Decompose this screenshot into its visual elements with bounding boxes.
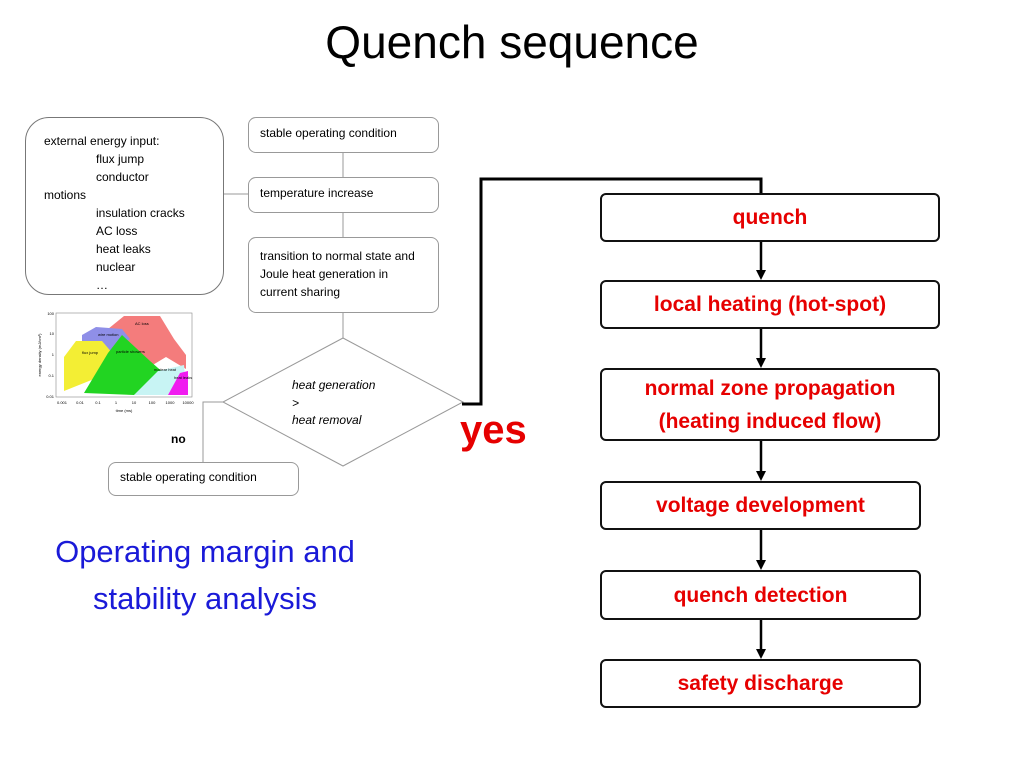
energy-item: nuclear — [96, 260, 136, 274]
y-tick-labels: 100 10 1 0.1 0.01 — [46, 311, 55, 399]
quench-step-detection: quench detection — [600, 570, 921, 620]
no-label: no — [171, 432, 186, 446]
quench-step-quench: quench — [600, 193, 940, 242]
energy-item: heat leaks — [96, 242, 151, 256]
x-axis-label: time (ms) — [116, 408, 133, 413]
energy-item: AC loss — [96, 224, 138, 238]
yes-label: yes — [460, 408, 527, 452]
quench-step-local-heating: local heating (hot-spot) — [600, 280, 940, 329]
quench-step-discharge: safety discharge — [600, 659, 921, 708]
no-branch-line — [202, 401, 224, 462]
decision-line-1: heat generation — [292, 378, 376, 392]
energy-density-chart: AC loss wire motion flux jump particle s… — [37, 311, 194, 413]
y-axis-label: energy density (mJ/cm³) — [37, 333, 42, 377]
stable-condition-bottom-box: stable operating condition — [108, 462, 299, 496]
transition-text: transition to normal state and Joule hea… — [260, 249, 415, 299]
stable-condition-bottom-text: stable operating condition — [120, 470, 257, 484]
energy-item: conductor — [96, 170, 149, 184]
label-wire-motion: wire motion — [98, 332, 118, 337]
energy-item: insulation cracks — [96, 206, 185, 220]
energy-heading: external energy input: — [44, 134, 160, 148]
region-flux-jump — [64, 341, 114, 391]
y-tick: 1 — [52, 352, 55, 357]
x-tick-labels: 0.001 0.01 0.1 1 10 100 1000 10000 — [57, 400, 194, 405]
x-tick: 1 — [115, 400, 118, 405]
energy-item: … — [96, 278, 108, 292]
x-tick: 10000 — [182, 400, 194, 405]
x-tick: 10 — [132, 400, 137, 405]
region-ac-loss — [108, 316, 186, 369]
label-particle-showers: particle showers — [116, 349, 145, 354]
temperature-increase-box: temperature increase — [248, 177, 439, 213]
page-title: Quench sequence — [325, 16, 699, 68]
label-flux-jump: flux jump — [82, 350, 99, 355]
label-ac-loss: AC loss — [135, 321, 149, 326]
energy-item: motions — [44, 188, 87, 202]
external-energy-box: external energy input: flux jump conduct… — [25, 117, 224, 295]
yes-path-line — [462, 177, 763, 406]
quench-step-voltage: voltage development — [600, 481, 921, 530]
energy-item: flux jump — [96, 152, 145, 166]
stable-condition-top-box: stable operating condition — [248, 117, 439, 153]
region-particle-showers — [84, 335, 166, 395]
decision-diamond — [221, 337, 465, 467]
quench-step-normal-zone: normal zone propagation (heating induced… — [600, 368, 940, 441]
stable-condition-top-text: stable operating condition — [260, 126, 397, 140]
operating-margin-text: Operating margin and stability analysis — [55, 534, 355, 616]
x-tick: 100 — [149, 400, 156, 405]
y-tick: 10 — [50, 331, 55, 336]
decision-line-2: > — [292, 396, 300, 410]
label-heat-leaks: heat leaks — [174, 375, 192, 380]
transition-box: transition to normal state and Joule hea… — [248, 237, 439, 313]
region-heat-leaks — [168, 371, 188, 395]
decision-line-3: heat removal — [292, 413, 362, 427]
y-tick: 0.01 — [46, 394, 55, 399]
label-nuclear-heat: nuclear heat — [154, 367, 177, 372]
y-tick: 0.1 — [48, 373, 54, 378]
temperature-increase-text: temperature increase — [260, 186, 374, 200]
x-tick: 0.1 — [95, 400, 101, 405]
x-tick: 0.001 — [57, 400, 68, 405]
x-tick: 0.01 — [76, 400, 85, 405]
y-tick: 100 — [47, 311, 54, 316]
energy-list: flux jump conductor motions insulation c… — [26, 150, 222, 294]
x-tick: 1000 — [166, 400, 176, 405]
quench-arrows — [756, 242, 766, 659]
